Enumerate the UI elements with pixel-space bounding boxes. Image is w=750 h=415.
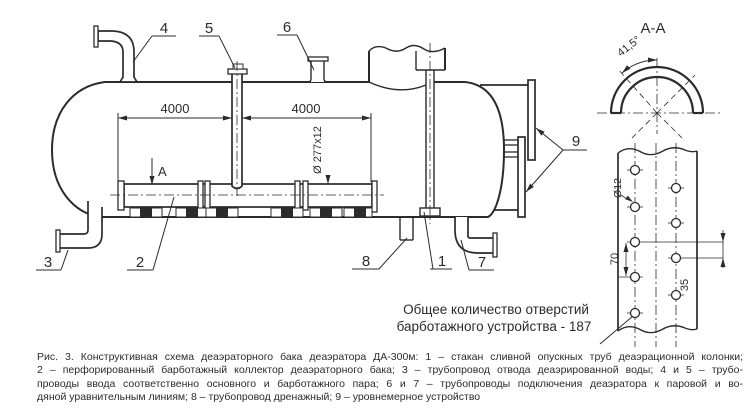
centerlines	[110, 43, 431, 224]
part-label-5: 5	[199, 20, 236, 69]
caption-line-1: Рис. 3. Конструктивная схема деаэраторно…	[37, 351, 743, 363]
collector-supports	[129, 207, 373, 218]
svg-text:5: 5	[205, 20, 213, 37]
part-label-8: 8	[352, 237, 408, 270]
level-gauge-device	[480, 79, 536, 218]
part-label-2: 2	[127, 196, 175, 271]
collector-section-inner	[619, 75, 695, 114]
svg-text:1: 1	[438, 253, 446, 270]
bubbling-collector	[117, 180, 378, 218]
hole-pattern-detail: Ø12 70 35	[599, 143, 726, 347]
dim-span-right: 4000	[292, 101, 321, 116]
svg-text:6: 6	[283, 19, 291, 36]
pipe-water-equalizing	[454, 217, 498, 258]
svg-text:4: 4	[160, 20, 168, 37]
part-label-4: 4	[132, 20, 176, 63]
gauge-lower-plate	[517, 136, 526, 218]
svg-text:2: 2	[136, 254, 144, 271]
note-line-2: барботажного устройства - 187	[397, 319, 592, 334]
section-cut-marker: A	[149, 158, 167, 185]
collector-section-outer	[609, 65, 705, 114]
dim-hole-pitch: 70	[609, 253, 621, 265]
section-a-a-view: A-A 41,5°	[597, 20, 720, 139]
figure-caption: Рис. 3. Конструктивная схема деаэраторно…	[37, 351, 743, 405]
dim-hole-diameter: Ø12	[612, 178, 624, 198]
dimension-collector-pipe: Ø 277x12	[312, 126, 331, 217]
holes-left-column	[619, 164, 723, 319]
svg-text:3: 3	[44, 254, 52, 271]
note-line-1: Общее количество отверстий	[403, 302, 589, 317]
pipe-drain	[399, 217, 414, 241]
dimension-spans: 4000 4000	[117, 101, 372, 182]
part-label-7: 7	[460, 239, 494, 271]
holes-count-note: Общее количество отверстий барботажного …	[397, 302, 592, 334]
svg-text:8: 8	[362, 253, 370, 270]
caption-line-2: 2 – перфорированный барботажный коллекто…	[37, 364, 743, 377]
pipe-water-outlet	[55, 201, 103, 253]
part-label-1: 1	[423, 211, 452, 270]
caption-line-3: проводы ввода соответственно основного и…	[37, 377, 743, 390]
svg-text:7: 7	[478, 254, 486, 271]
gauge-upper-plate	[527, 79, 536, 161]
part-label-3: 3	[36, 249, 69, 271]
part-label-6: 6	[277, 19, 315, 71]
dim-span-left: 4000	[161, 101, 190, 116]
dim-collector-pipe: Ø 277x12	[312, 126, 324, 174]
part-label-9: 9	[525, 127, 587, 193]
section-title: A-A	[640, 20, 665, 37]
holes-right-column	[668, 182, 723, 301]
svg-text:9: 9	[572, 133, 580, 150]
pipe-steam-equalizing	[306, 56, 329, 83]
section-cut-label: A	[158, 164, 167, 179]
note-leader-line	[599, 315, 634, 345]
pipe-main-steam	[93, 25, 139, 83]
caption-line-4: дяной уравнительным линиям; 8 – трубопро…	[37, 391, 481, 404]
part-labels: 4 5 6 3 2 8 1 7	[36, 19, 587, 271]
dim-angle: 41,5°	[615, 34, 643, 59]
dim-row-offset: 35	[679, 279, 691, 291]
